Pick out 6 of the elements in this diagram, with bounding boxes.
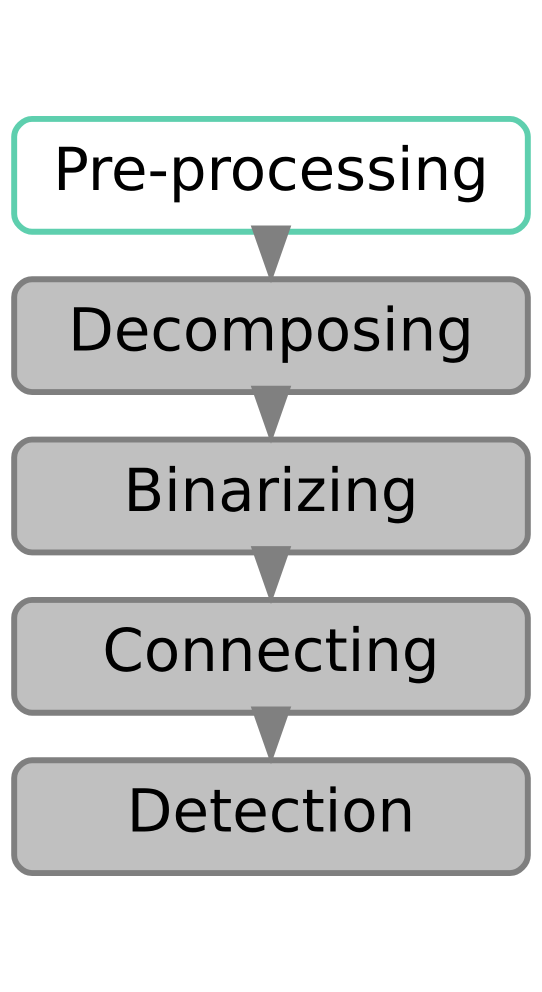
- arrow: [250, 546, 292, 604]
- node-box: Detection: [11, 757, 531, 876]
- arrow: [250, 225, 292, 284]
- node-box: Decomposing: [11, 276, 531, 396]
- arrow: [250, 386, 292, 444]
- arrow: [250, 706, 292, 764]
